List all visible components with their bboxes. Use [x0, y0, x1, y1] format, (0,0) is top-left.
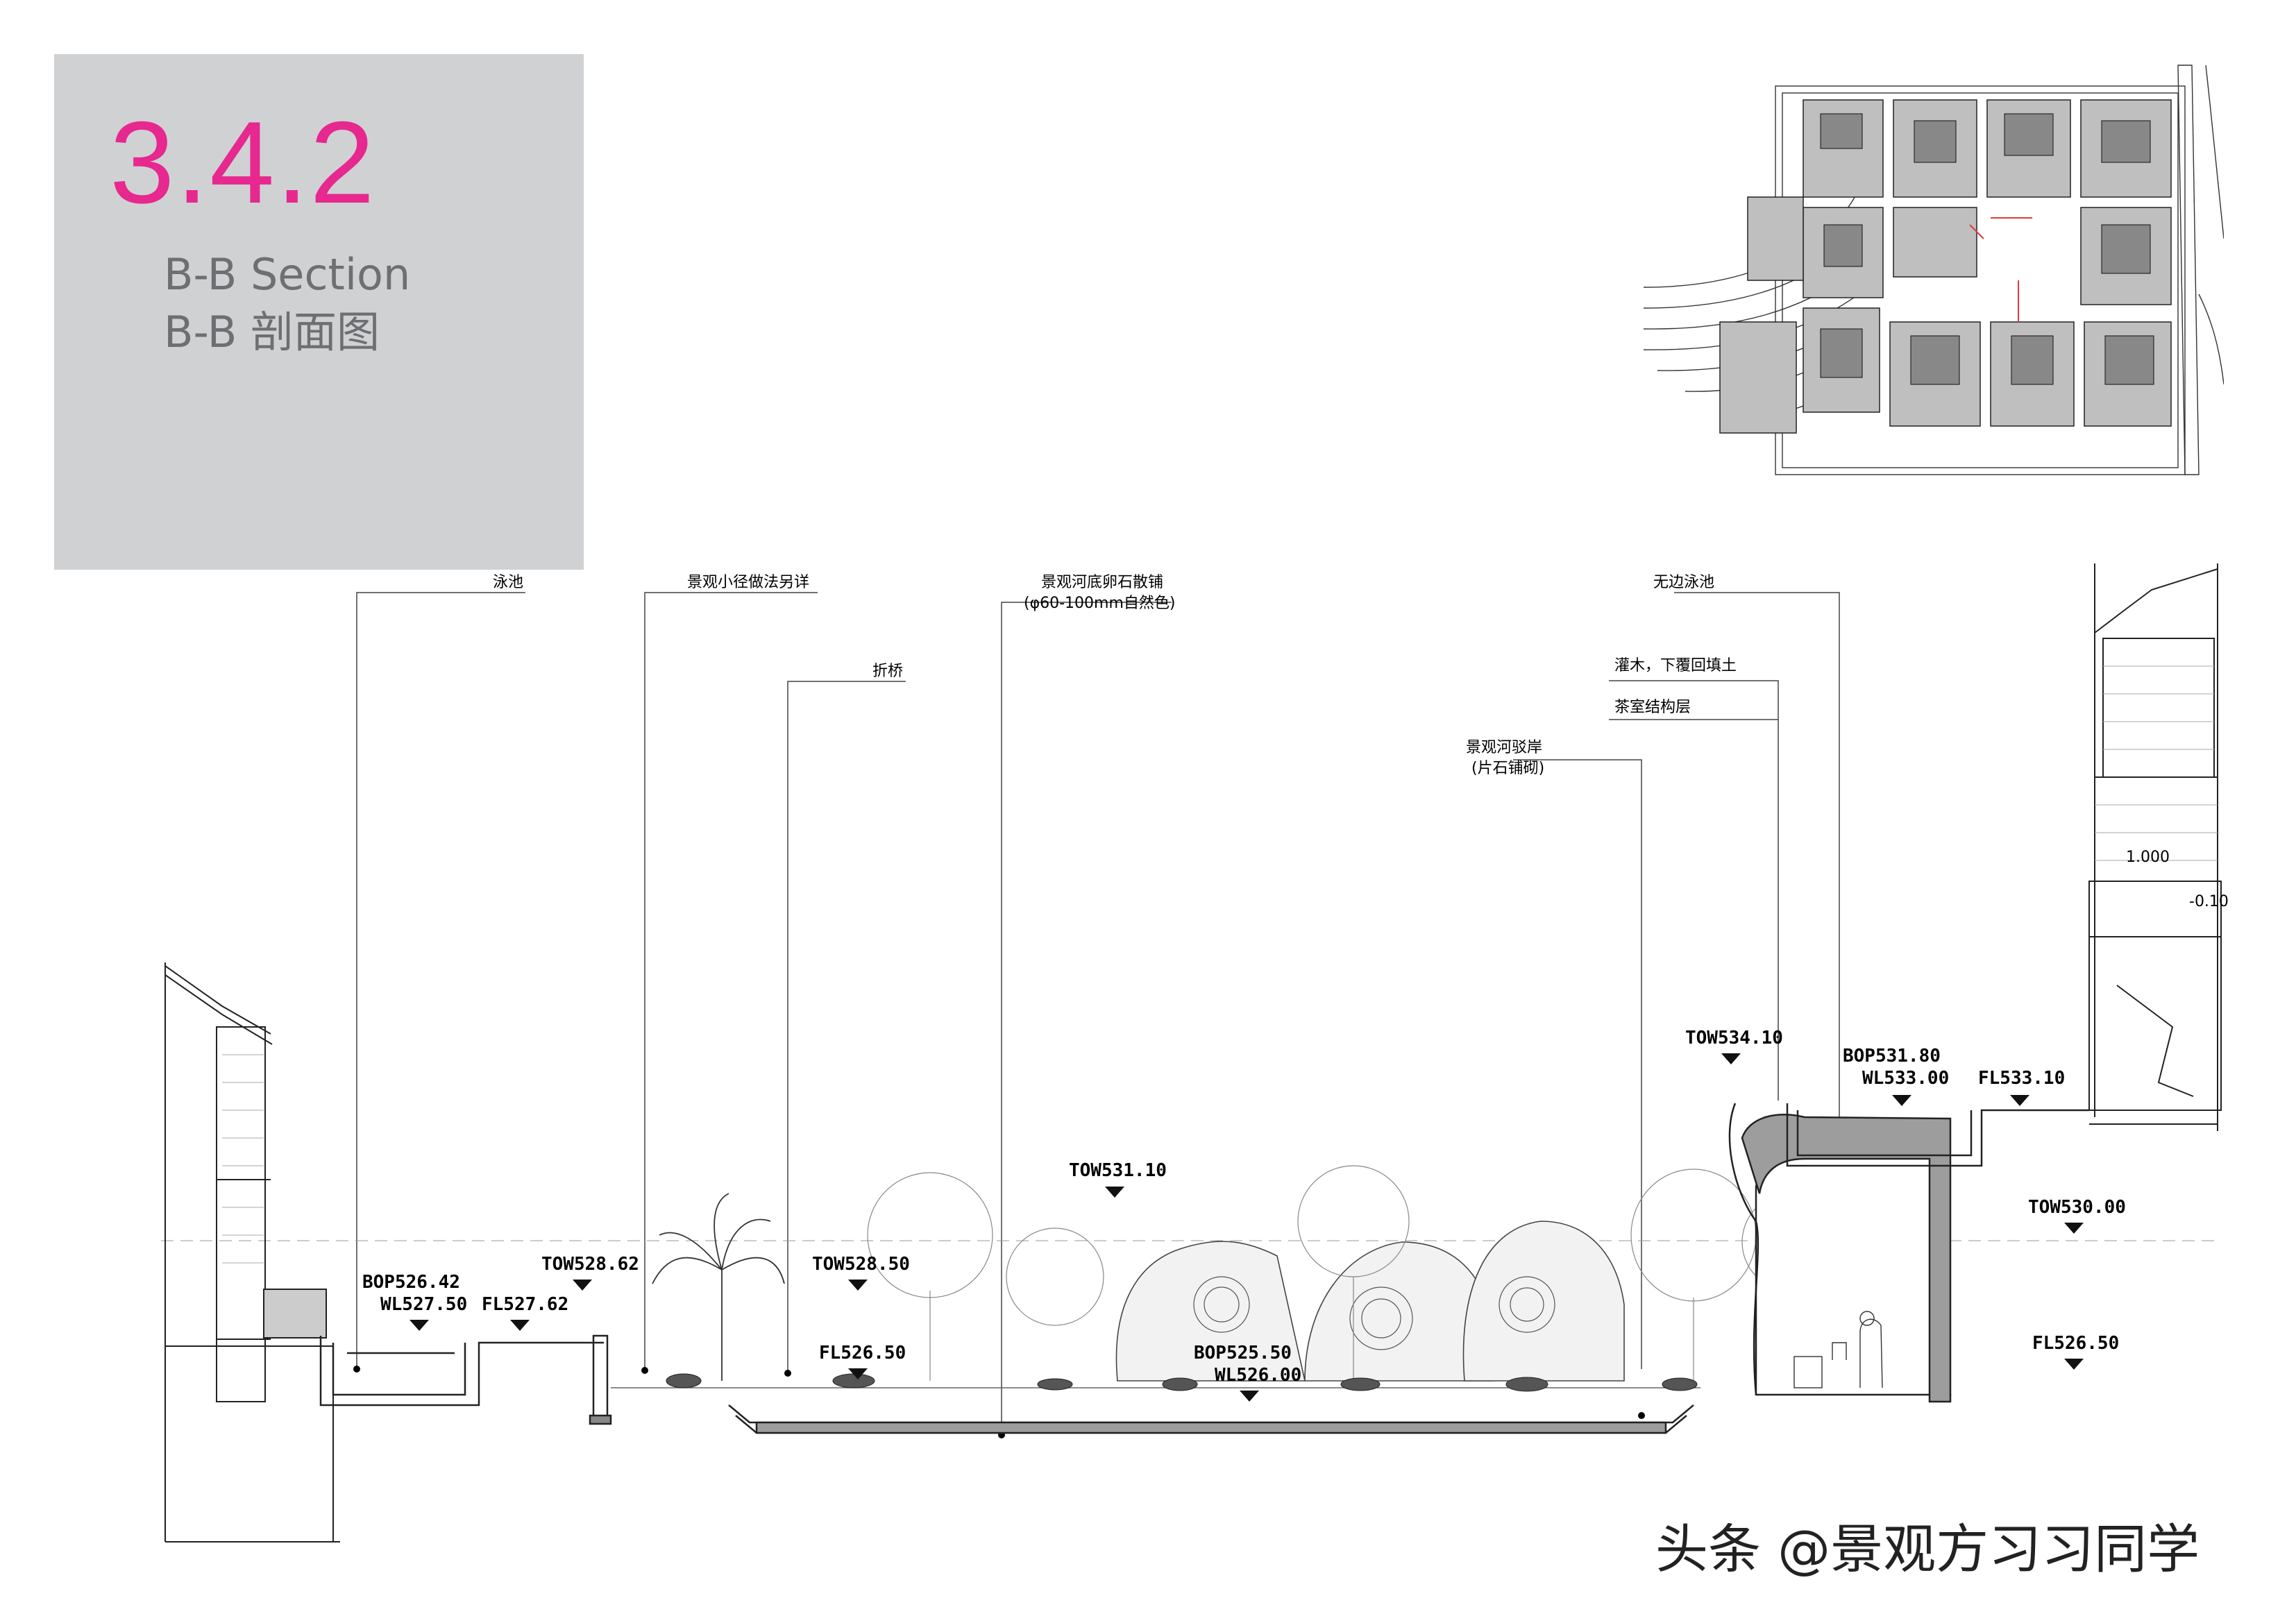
callout-label: 灌木，下覆回填土: [1614, 657, 1737, 674]
elevation-marker: [1240, 1391, 1259, 1402]
elevation-label: FL533.10: [1978, 1068, 2065, 1089]
section-number: 3.4.2: [110, 97, 376, 228]
elevation-label: TOW531.10: [1069, 1160, 1167, 1181]
callout-label: 茶室结构层: [1614, 699, 1691, 716]
title-panel: [54, 54, 584, 570]
elevation-label: TOW528.62: [541, 1254, 639, 1275]
elevation-marker: [410, 1320, 429, 1331]
elevation-marker: [848, 1280, 868, 1291]
callout-label: 无边泳池: [1653, 574, 1714, 591]
key-plan-map: [1644, 58, 2224, 482]
elevation-marker: [2064, 1223, 2084, 1234]
callout-label: 泳池: [493, 574, 523, 591]
watermark: 头条 @景观方习习同学: [1655, 1518, 2200, 1580]
elevation-label: BOP525.50: [1194, 1343, 1292, 1363]
callout-label: (φ60-100mm自然色): [1024, 595, 1175, 612]
elevation-label: FL527.62: [482, 1294, 568, 1315]
building-level-mark: 1.000: [2126, 849, 2170, 866]
section-title-cn: B-B 剖面图: [164, 307, 380, 357]
elevation-marker: [2064, 1359, 2084, 1370]
elevation-marker: [573, 1280, 592, 1291]
callout-label: 景观河底卵石散铺: [1041, 574, 1163, 591]
elevation-marker: [510, 1320, 530, 1331]
elevation-label: TOW534.10: [1685, 1028, 1783, 1048]
elevation-label: FL526.50: [819, 1343, 906, 1363]
callout-label: 景观河驳岸: [1466, 739, 1542, 756]
callout-label: 折桥: [872, 663, 903, 680]
section-title-en: B-B Section: [164, 249, 411, 300]
elevation-marker: [2010, 1095, 2029, 1106]
elevation-label: WL526.00: [1215, 1365, 1301, 1386]
elevation-label: BOP526.42: [362, 1272, 460, 1293]
callout-label: (片石铺砌): [1471, 760, 1544, 777]
elevation-label: WL527.50: [380, 1294, 467, 1315]
elevation-marker: [848, 1368, 868, 1379]
elevation-label: FL526.50: [2032, 1333, 2119, 1354]
building-level-mark: -0.10: [2189, 893, 2229, 910]
elevation-label: TOW530.00: [2028, 1197, 2126, 1218]
elevation-marker: [1105, 1187, 1124, 1198]
elevation-label: WL533.00: [1862, 1068, 1949, 1089]
elevation-label: TOW528.50: [812, 1254, 910, 1275]
callout-label: 景观小径做法另详: [687, 574, 809, 591]
elevation-label: BOP531.80: [1843, 1046, 1941, 1067]
elevation-marker: [1721, 1053, 1741, 1064]
elevation-marker: [1892, 1095, 1911, 1106]
